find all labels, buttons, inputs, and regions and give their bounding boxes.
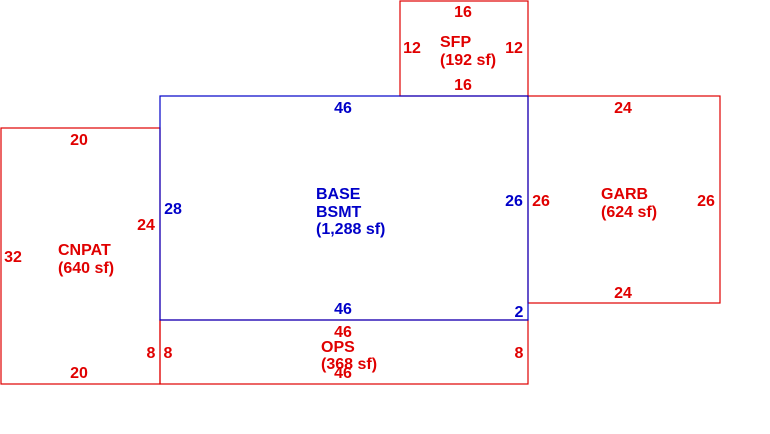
base-area: (1,288 sf) — [316, 221, 385, 238]
sfp-right-dim: 12 — [505, 40, 523, 57]
base-corner-dim: 2 — [515, 304, 524, 321]
ops-bottom-dim: 46 — [334, 365, 352, 382]
ops-top-dim: 46 — [334, 324, 352, 341]
ops-left-dim: 8 — [164, 345, 173, 362]
cnpat-top-dim: 20 — [70, 132, 88, 149]
garb-area: (624 sf) — [601, 204, 657, 221]
garb-left-dim: 26 — [532, 193, 550, 210]
garb-right-dim: 26 — [697, 193, 715, 210]
cnpat-label: CNPAT — [58, 242, 111, 259]
sfp-left-dim: 12 — [403, 40, 421, 57]
cnpat-bottom-dim: 20 — [70, 365, 88, 382]
ops-area: (368 sf) — [321, 356, 377, 373]
garb-label: GARB — [601, 186, 648, 203]
base-right-dim: 26 — [505, 193, 523, 210]
cnpat-right-lower-dim: 8 — [147, 345, 156, 362]
sfp-bottom-dim: 16 — [454, 77, 472, 94]
sfp-area: (192 sf) — [440, 52, 496, 69]
cnpat-right-upper-dim: 24 — [137, 217, 155, 234]
sfp-label: SFP — [440, 34, 471, 51]
ops-label: OPS — [321, 339, 355, 356]
base-left-dim: 28 — [164, 201, 182, 218]
base-label: BASE — [316, 186, 361, 203]
bsmt-label: BSMT — [316, 204, 362, 221]
base-outline — [159, 95, 529, 321]
base-bottom-dim: 46 — [334, 301, 352, 318]
garb-bottom-dim: 24 — [614, 285, 632, 302]
base-top-dim: 46 — [334, 100, 352, 117]
cnpat-left-dim: 32 — [4, 249, 22, 266]
garb-top-dim: 24 — [614, 100, 632, 117]
sfp-top-dim: 16 — [454, 4, 472, 21]
cnpat-area: (640 sf) — [58, 260, 114, 277]
ops-right-dim: 8 — [515, 345, 524, 362]
